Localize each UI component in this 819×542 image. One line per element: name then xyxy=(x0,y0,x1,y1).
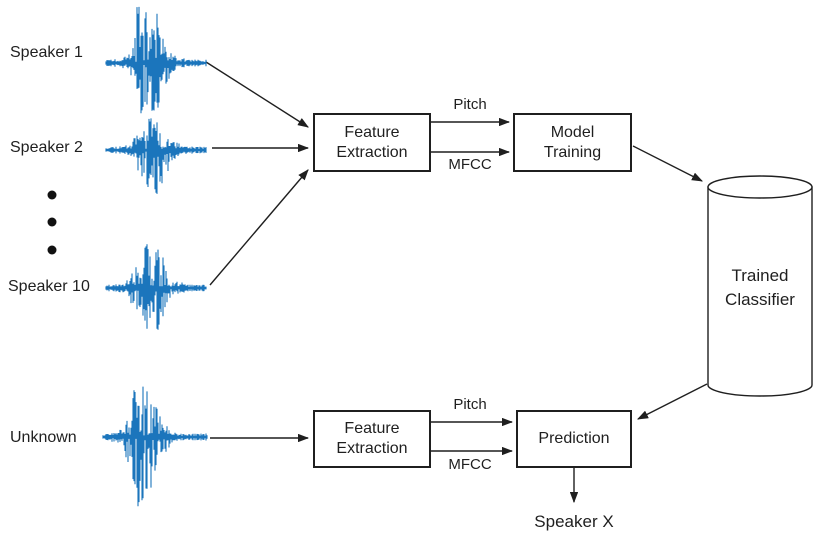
arrow-speaker1-to-feature-extraction xyxy=(205,61,309,128)
model-training-box: Model Training xyxy=(513,113,632,172)
ellipsis-dot xyxy=(47,190,57,200)
prediction-box: Prediction xyxy=(516,410,632,468)
ellipsis-dot xyxy=(47,217,57,227)
arrows-group xyxy=(205,61,708,504)
arrow-classifier-to-prediction xyxy=(637,383,708,420)
feature-extraction-box-bottom: Feature Extraction xyxy=(313,410,431,468)
waveform-speaker-10 xyxy=(105,244,207,330)
label-speaker-1: Speaker 1 xyxy=(10,44,83,61)
waveform-speaker-1 xyxy=(105,6,207,114)
label-pitch-top: Pitch xyxy=(453,96,487,113)
waveform-unknown xyxy=(102,386,208,507)
cylinder-body xyxy=(707,186,813,397)
ellipsis-dot xyxy=(47,245,57,255)
arrow-model-training-to-classifier xyxy=(632,145,703,182)
waveforms-group xyxy=(102,6,208,507)
label-unknown: Unknown xyxy=(10,429,77,446)
label-speaker-x: Speaker X xyxy=(534,512,614,531)
label-mfcc-bottom: MFCC xyxy=(448,456,492,473)
feature-extraction-box-top: Feature Extraction xyxy=(313,113,431,172)
cylinder-top xyxy=(707,175,813,199)
label-mfcc-top: MFCC xyxy=(448,156,492,173)
label-speaker-10: Speaker 10 xyxy=(8,278,90,295)
trained-classifier-cylinder xyxy=(707,175,813,397)
trained-classifier-label: Trained Classifier xyxy=(725,266,795,309)
waveform-speaker-2 xyxy=(105,118,207,194)
ellipsis-dots xyxy=(47,190,57,255)
arrow-speaker10-to-feature-extraction xyxy=(209,169,309,286)
label-speaker-2: Speaker 2 xyxy=(10,139,83,156)
label-pitch-bottom: Pitch xyxy=(453,396,487,413)
